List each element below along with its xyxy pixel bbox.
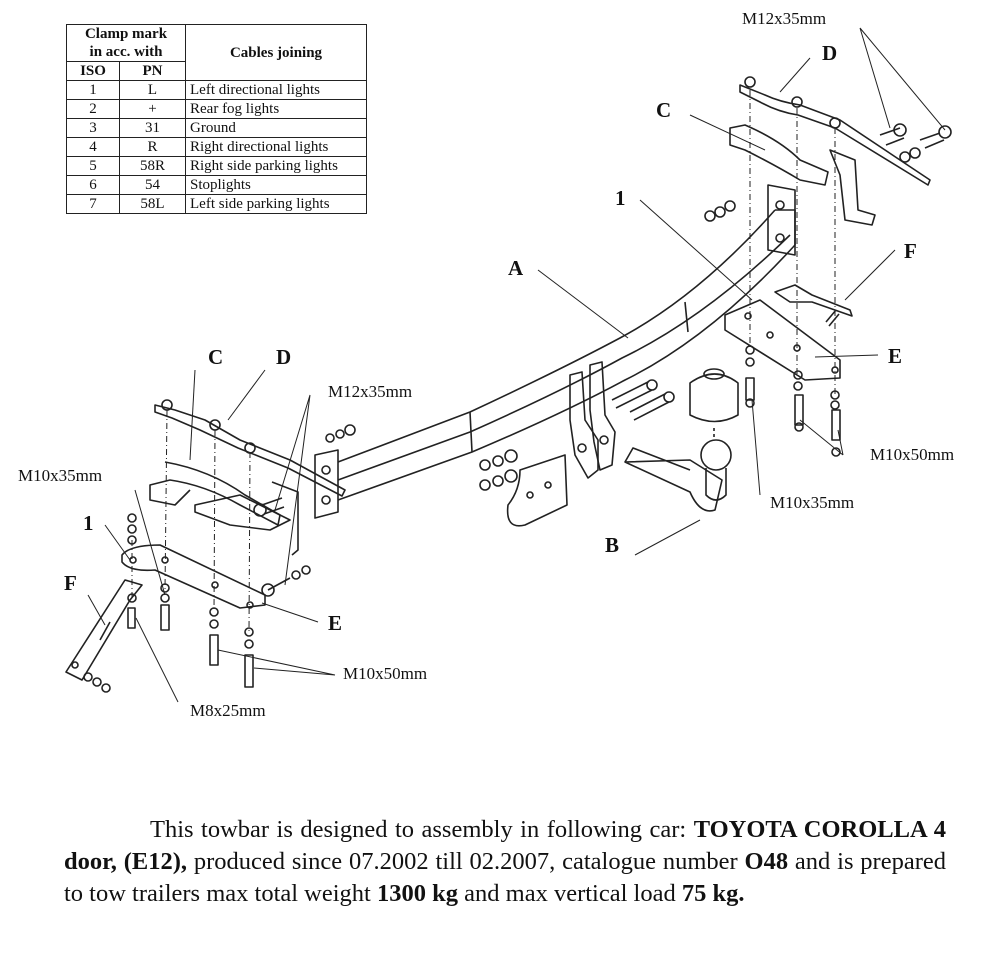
table-row: 2+Rear fog lights: [66, 99, 367, 119]
label-d-left: D: [276, 345, 291, 369]
header-clamp-mark-line1: Clamp mark: [84, 26, 168, 42]
label-b: B: [605, 533, 619, 557]
catalogue-number: O48: [744, 848, 789, 875]
cable-cell: Left side parking lights: [185, 194, 367, 214]
description-intro: This towbar is designed to assembly in f…: [150, 816, 687, 843]
label-a: A: [508, 256, 524, 280]
clamp-mark-table: Clamp mark in acc. with Cables joining I…: [66, 24, 367, 214]
label-1-left: 1: [83, 511, 94, 535]
label-m10x35-right: M10x35mm: [770, 493, 854, 512]
left-bracket-f: [65, 579, 143, 693]
max-vertical-load: 75 kg.: [681, 880, 745, 907]
alignment-lines: [131, 90, 836, 633]
label-c-left: C: [208, 345, 223, 369]
label-d-right: D: [822, 41, 837, 65]
label-f-right: F: [904, 239, 917, 263]
vehicle-description: This towbar is designed to assembly in f…: [64, 814, 946, 910]
label-1-right: 1: [615, 186, 626, 210]
center-brackets: [569, 361, 616, 479]
socket-nuts: [479, 449, 518, 491]
right-bolts: [704, 123, 952, 457]
left-bolts: [127, 424, 356, 688]
leader-lines: [87, 27, 946, 703]
label-f-left: F: [64, 571, 77, 595]
right-bracket-f: [774, 284, 853, 327]
label-m12x35-right: M12x35mm: [742, 9, 826, 28]
cable-cell: Stoplights: [185, 175, 367, 195]
right-bracket-c: [729, 124, 876, 226]
socket-plate: [506, 454, 568, 527]
towbar-assembly-drawing: A B C D E F 1 C D E F 1 M12x35mm M12x35m…: [18, 9, 954, 720]
label-m8x25: M8x25mm: [190, 701, 266, 720]
tow-text: and is prepared to tow trailers max tota…: [64, 848, 947, 907]
cable-cell: Right directional lights: [185, 137, 367, 157]
header-clamp-mark-line2: in acc. with: [89, 44, 163, 60]
header-clamp-mark: Clamp mark in acc. with: [66, 24, 186, 62]
pn-cell: 58L: [119, 194, 186, 214]
crossbar-a: [337, 209, 796, 501]
left-end-plate: [314, 449, 339, 519]
left-plate-e: [121, 544, 266, 609]
car-model: TOYOTA COROLLA 4 door, (E12),: [64, 816, 947, 875]
label-e-right: E: [888, 344, 902, 368]
cable-cell: Rear fog lights: [185, 99, 367, 119]
production-period: produced since 07.2002 till 02.2007, cat…: [193, 848, 738, 875]
right-plate-e: [724, 299, 841, 381]
label-m12x35-left: M12x35mm: [328, 382, 412, 401]
tow-ball-b: [624, 368, 739, 512]
label-m10x50-right: M10x50mm: [870, 445, 954, 464]
label-m10x50-left: M10x50mm: [343, 664, 427, 683]
header-cables-joining: Cables joining: [185, 24, 367, 81]
description-paragraph: This towbar is designed to assembly in f…: [64, 814, 946, 910]
load-text: and max vertical load: [464, 880, 676, 907]
label-m10x35-left: M10x35mm: [18, 466, 102, 485]
label-c-right: C: [656, 98, 671, 122]
label-e-left: E: [328, 611, 342, 635]
cable-cell: Right side parking lights: [185, 156, 367, 176]
right-end-plate: [767, 184, 796, 256]
max-total-weight: 1300 kg: [377, 880, 459, 907]
center-bolts: [611, 379, 675, 421]
left-bracket-c: [149, 461, 299, 556]
header-iso: ISO: [66, 61, 120, 81]
